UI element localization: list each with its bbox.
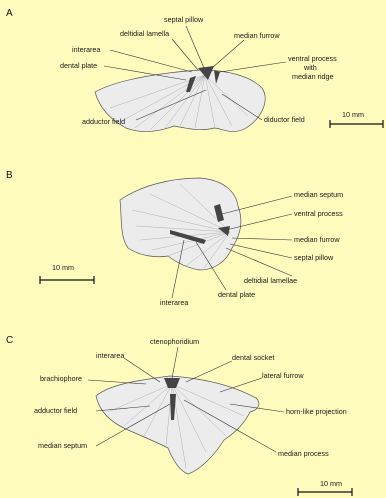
label-ctenophoridium-c: ctenophoridium: [150, 337, 199, 346]
label-dental-plate-b: dental plate: [218, 290, 255, 299]
label-septal-pillow-b: septal pillow: [294, 253, 334, 262]
label-ventral-process-a3: median ridge: [292, 72, 334, 81]
label-ventral-process-b: ventral process: [294, 209, 343, 218]
panel-a: A septal pillow deltidial lamella median…: [6, 8, 383, 132]
label-interarea-b: interarea: [160, 298, 188, 307]
label-ventral-process-a1: ventral process: [288, 54, 337, 63]
label-ventral-process-a2: with: [303, 63, 317, 72]
label-median-septum-b: median septum: [294, 190, 343, 199]
label-deltidial-lamella-a: deltidial lamella: [120, 29, 169, 38]
panel-c-letter: C: [6, 335, 13, 346]
label-median-furrow-b: median furrow: [294, 235, 340, 244]
label-horn-like-projection-c: horn-like projection: [286, 407, 347, 416]
label-median-process-c: median process: [278, 449, 329, 458]
panel-c: C ctenophoridium interarea dental socket…: [6, 335, 352, 496]
label-dental-plate-a: dental plate: [60, 61, 97, 70]
label-interarea-c: interarea: [96, 351, 124, 360]
label-adductor-field-c: adductor field: [34, 406, 77, 415]
label-adductor-field-a: adductor field: [82, 117, 125, 126]
label-diductor-field-a: diductor field: [264, 115, 305, 124]
label-deltidial-lamellae-b: deltidial lamellae: [244, 276, 297, 285]
label-interarea-a: interarea: [72, 45, 100, 54]
label-lateral-furrow-c: lateral furrow: [262, 371, 304, 380]
panel-b-letter: B: [6, 170, 13, 181]
label-septal-pillow-a: septal pillow: [164, 15, 204, 24]
label-median-furrow-a: median furrow: [234, 31, 280, 40]
panel-a-letter: A: [6, 8, 13, 19]
label-median-septum-c: median septum: [38, 441, 87, 450]
label-brachiophore-c: brachiophore: [40, 374, 82, 383]
panel-b: B median septum ventral process median f…: [6, 170, 343, 307]
scale-label-a: 10 mm: [342, 110, 364, 119]
scale-label-b: 10 mm: [52, 263, 74, 272]
label-dental-socket-c: dental socket: [232, 353, 274, 362]
panel-c-specimen: [96, 376, 259, 474]
scale-label-c: 10 mm: [320, 479, 342, 488]
